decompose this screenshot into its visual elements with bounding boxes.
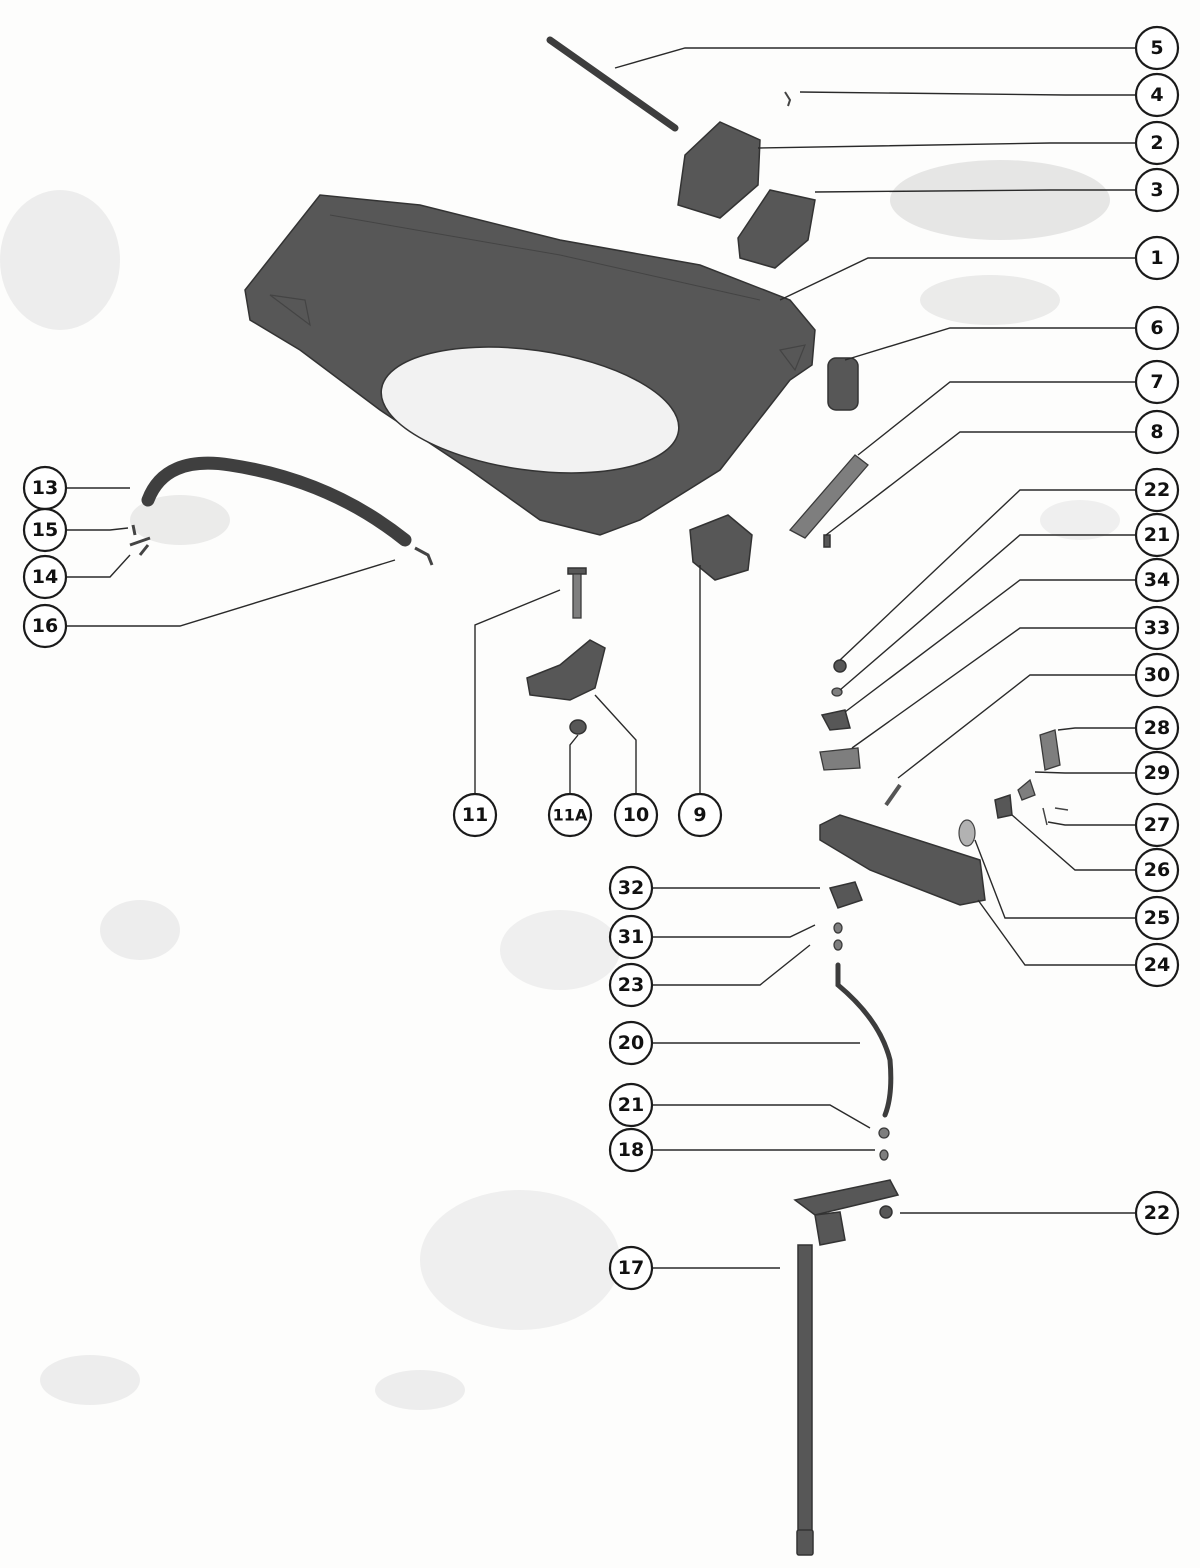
latch-plate-part [788,454,869,539]
callout-5: 5 [1150,37,1163,59]
clip-part [414,546,434,566]
callout-34-bubble: 34 [1134,557,1180,603]
nut-part [569,719,587,735]
bottom-cowl-part [244,194,816,536]
callout-15-bubble: 15 [22,507,68,553]
grommet-part [827,357,859,411]
callout-22-lower: 22 [1144,1202,1170,1224]
mount-bracket-part [526,639,606,701]
shift-rod-part [793,1179,900,1556]
callout-22-upper: 22 [1144,479,1170,501]
callout-22-lower-bubble: 22 [1134,1190,1180,1236]
callout-18-bubble: 18 [608,1127,654,1173]
callout-29: 29 [1144,762,1170,784]
bushing-part [689,514,753,581]
callout-6: 6 [1150,317,1163,339]
callout-32-bubble: 32 [608,865,654,911]
callout-11a-bubble: 11A [547,792,593,838]
callout-2-bubble: 2 [1134,120,1180,166]
callout-16: 16 [32,615,58,637]
callout-9: 9 [693,804,706,826]
callout-22-upper-bubble: 22 [1134,467,1180,513]
callout-10-bubble: 10 [613,792,659,838]
rod-part [546,36,679,132]
callout-21-upper: 21 [1144,524,1170,546]
callout-14-bubble: 14 [22,554,68,600]
callout-33: 33 [1144,617,1170,639]
callout-9-bubble: 9 [677,792,723,838]
callout-28-bubble: 28 [1134,705,1180,751]
scan-noise [0,160,1120,1410]
pin-part [784,91,792,107]
callout-23: 23 [618,974,644,996]
callout-8-bubble: 8 [1134,409,1180,455]
callout-20: 20 [618,1032,644,1054]
callout-31-bubble: 31 [608,914,654,960]
small-clip-part [129,524,151,556]
callout-15: 15 [32,519,58,541]
callout-10: 10 [623,804,649,826]
screw-part [823,534,831,548]
callout-27-bubble: 27 [1134,802,1180,848]
callout-3: 3 [1150,179,1163,201]
callout-14: 14 [32,566,58,588]
callout-24: 24 [1144,954,1170,976]
callout-31: 31 [618,926,644,948]
callout-1: 1 [1150,247,1163,269]
callout-24-bubble: 24 [1134,942,1180,988]
callout-2: 2 [1150,132,1163,154]
callout-16-bubble: 16 [22,603,68,649]
callout-21-lower-bubble: 21 [608,1082,654,1128]
callout-27: 27 [1144,814,1170,836]
callout-29-bubble: 29 [1134,750,1180,796]
hose-part [141,456,412,547]
linkage-group [819,659,902,807]
callout-5-bubble: 5 [1134,25,1180,71]
cable-part [835,962,894,1118]
retainer-part [879,1205,893,1219]
callout-13: 13 [32,477,58,499]
callout-26-bubble: 26 [1134,847,1180,893]
shift-arm-part [819,814,986,906]
bracket-part [677,121,761,219]
callout-17-bubble: 17 [608,1245,654,1291]
callout-4-bubble: 4 [1134,72,1180,118]
callout-6-bubble: 6 [1134,305,1180,351]
callout-26: 26 [1144,859,1170,881]
callout-25: 25 [1144,907,1170,929]
callout-13-bubble: 13 [22,465,68,511]
washer-lower-part [878,1127,890,1139]
callout-23-bubble: 23 [608,962,654,1008]
callout-7-bubble: 7 [1134,359,1180,405]
callout-28: 28 [1144,717,1170,739]
washer-part [958,819,976,847]
nut-lower-part [879,1149,889,1161]
callout-25-bubble: 25 [1134,895,1180,941]
bolt-part [567,567,587,619]
callout-4: 4 [1150,84,1163,106]
callout-1-bubble: 1 [1134,235,1180,281]
callout-21-lower: 21 [618,1094,644,1116]
callout-33-bubble: 33 [1134,605,1180,651]
callout-20-bubble: 20 [608,1020,654,1066]
callout-34: 34 [1144,569,1170,591]
leader-lines [66,47,1135,1269]
callout-17: 17 [618,1257,644,1279]
pad-part [737,189,816,269]
stack-parts-group [828,881,863,951]
callout-32: 32 [618,877,644,899]
callout-8: 8 [1150,421,1163,443]
callout-11-bubble: 11 [452,792,498,838]
callout-11a: 11A [553,806,588,825]
callout-18: 18 [618,1139,644,1161]
callout-7: 7 [1150,371,1163,393]
callout-30: 30 [1144,664,1170,686]
callout-11: 11 [462,804,488,826]
small-parts-group [994,729,1069,826]
callout-30-bubble: 30 [1134,652,1180,698]
callout-3-bubble: 3 [1134,167,1180,213]
callout-21-upper-bubble: 21 [1134,512,1180,558]
